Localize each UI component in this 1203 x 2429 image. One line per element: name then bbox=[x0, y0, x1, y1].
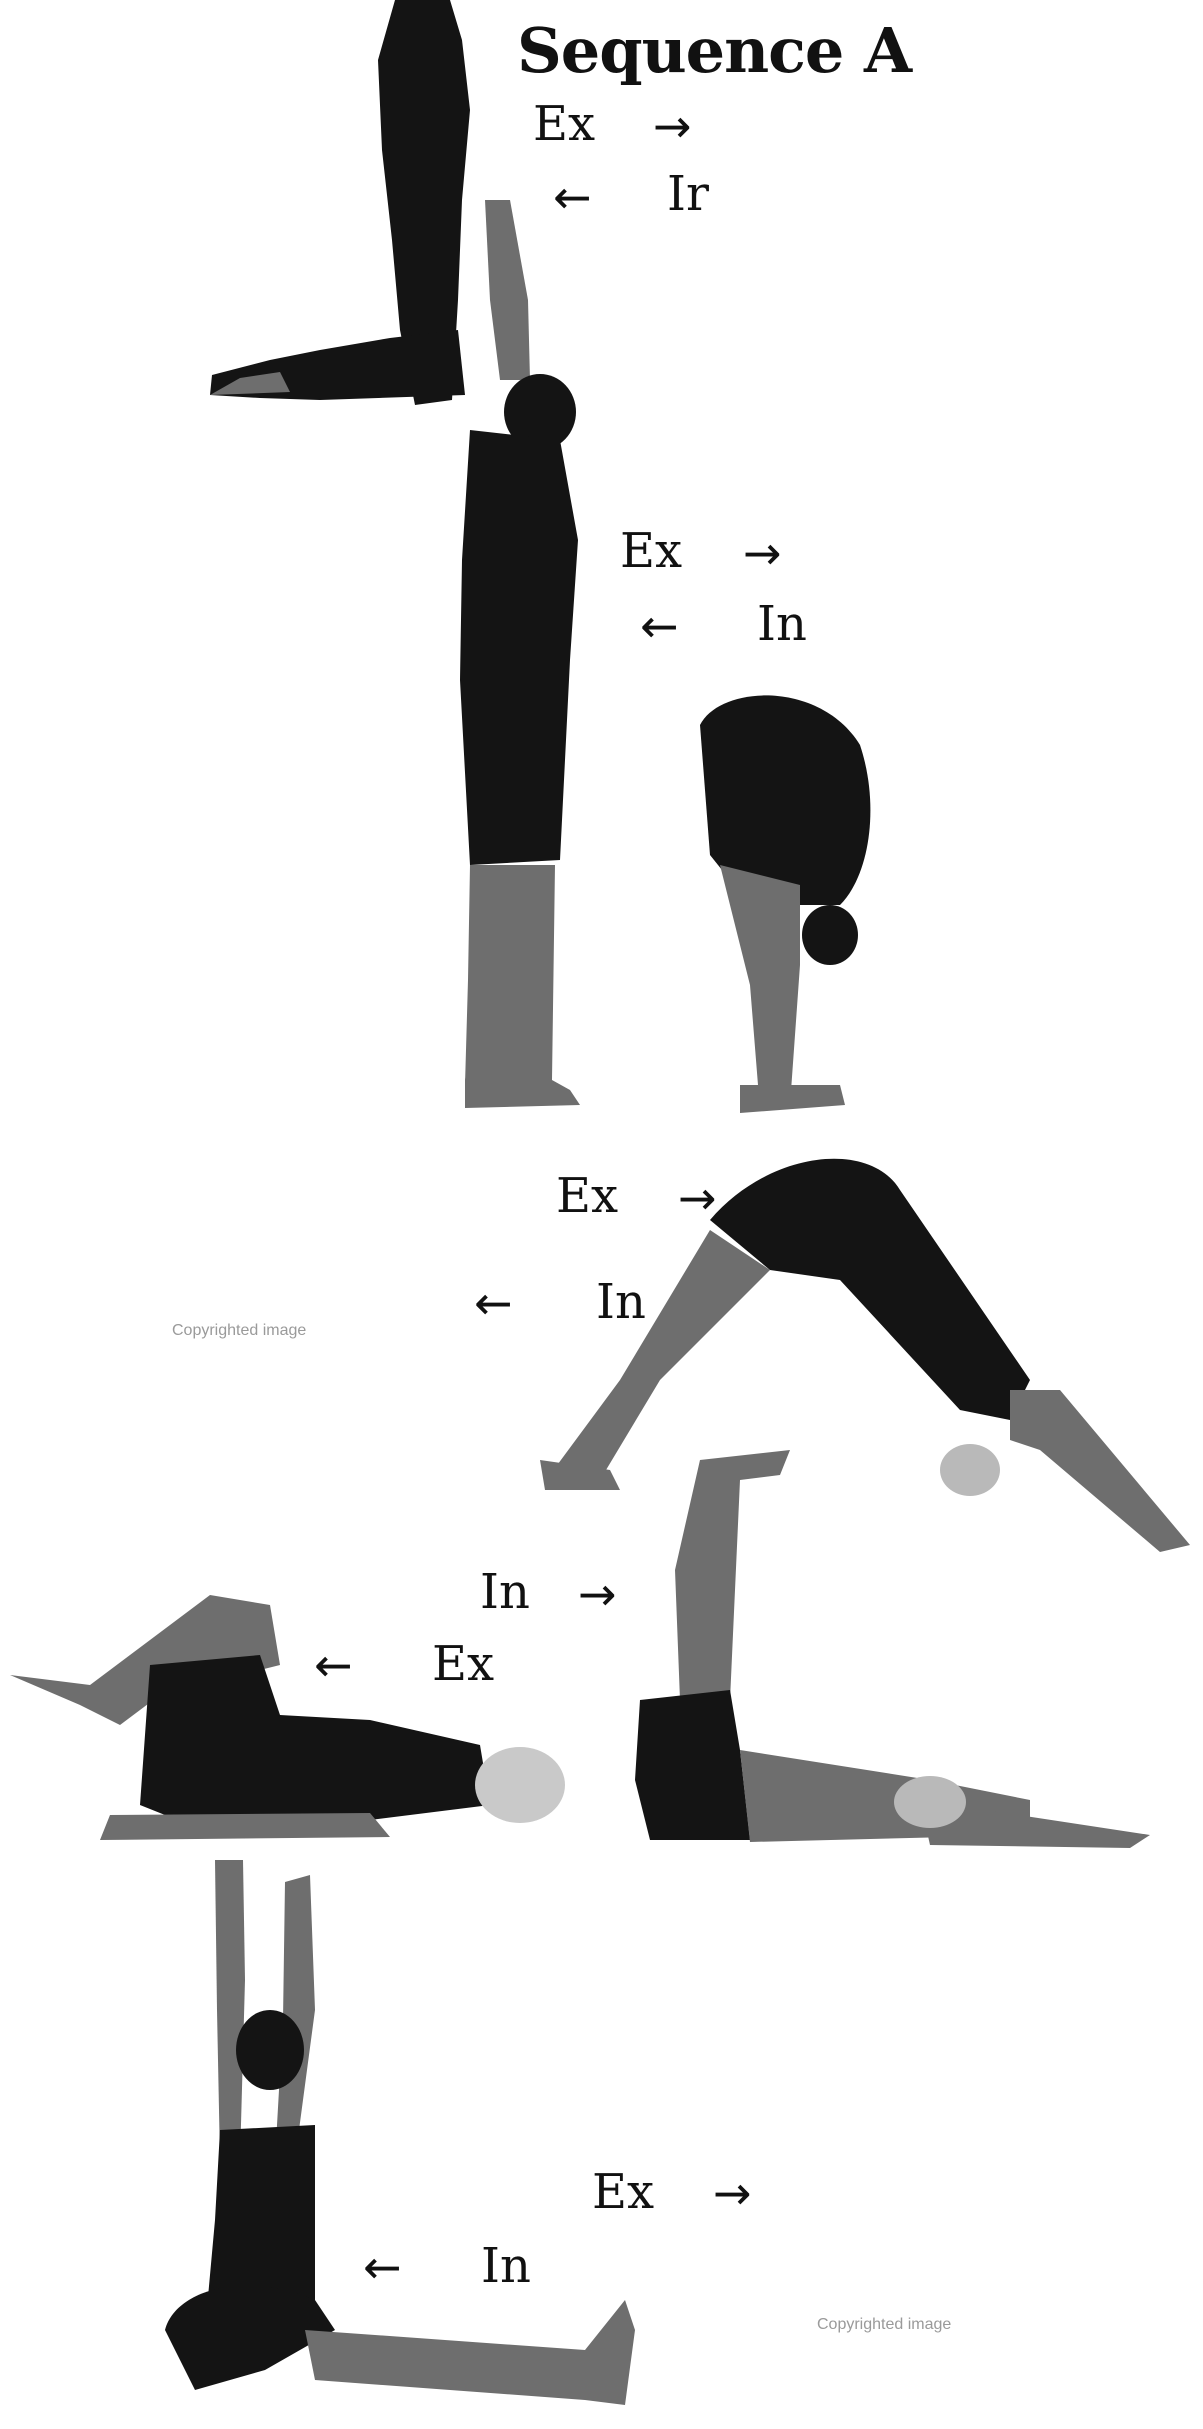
arrow-right-icon: → bbox=[743, 530, 782, 576]
pose-forward-fold-figure bbox=[680, 685, 880, 1125]
cue-in: In bbox=[480, 1568, 530, 1616]
cue-ex: Ex bbox=[592, 2168, 654, 2216]
copyright-watermark: Copyrighted image bbox=[172, 1322, 306, 1340]
page-title: Sequence A bbox=[517, 14, 911, 87]
cue-in: In bbox=[757, 600, 807, 648]
arrow-left-icon: ← bbox=[474, 1280, 513, 1326]
arrow-left-icon: ← bbox=[640, 603, 679, 649]
cue-ir: Ir bbox=[667, 170, 709, 218]
cue-in: In bbox=[596, 1278, 646, 1326]
cue-in: In bbox=[481, 2242, 531, 2290]
arrow-right-icon: → bbox=[653, 103, 692, 149]
copyright-watermark: Copyrighted image bbox=[817, 2316, 951, 2334]
cue-ex: Ex bbox=[556, 1172, 618, 1220]
arrow-left-icon: ← bbox=[553, 174, 592, 220]
pose-standing-arms-up-figure bbox=[440, 200, 610, 1110]
arrow-left-icon: ← bbox=[363, 2244, 402, 2290]
arrow-right-icon: → bbox=[713, 2170, 752, 2216]
arrow-right-icon: → bbox=[578, 1571, 617, 1617]
cue-ex: Ex bbox=[620, 527, 682, 575]
pose-supine-legs-up-figure bbox=[630, 1450, 1150, 1850]
pose-seated-arms-up-figure bbox=[165, 1860, 635, 2420]
cue-ex: Ex bbox=[533, 100, 595, 148]
arrow-right-icon: → bbox=[678, 1175, 717, 1221]
cue-ex: Ex bbox=[432, 1640, 494, 1688]
arrow-left-icon: ← bbox=[314, 1642, 353, 1688]
